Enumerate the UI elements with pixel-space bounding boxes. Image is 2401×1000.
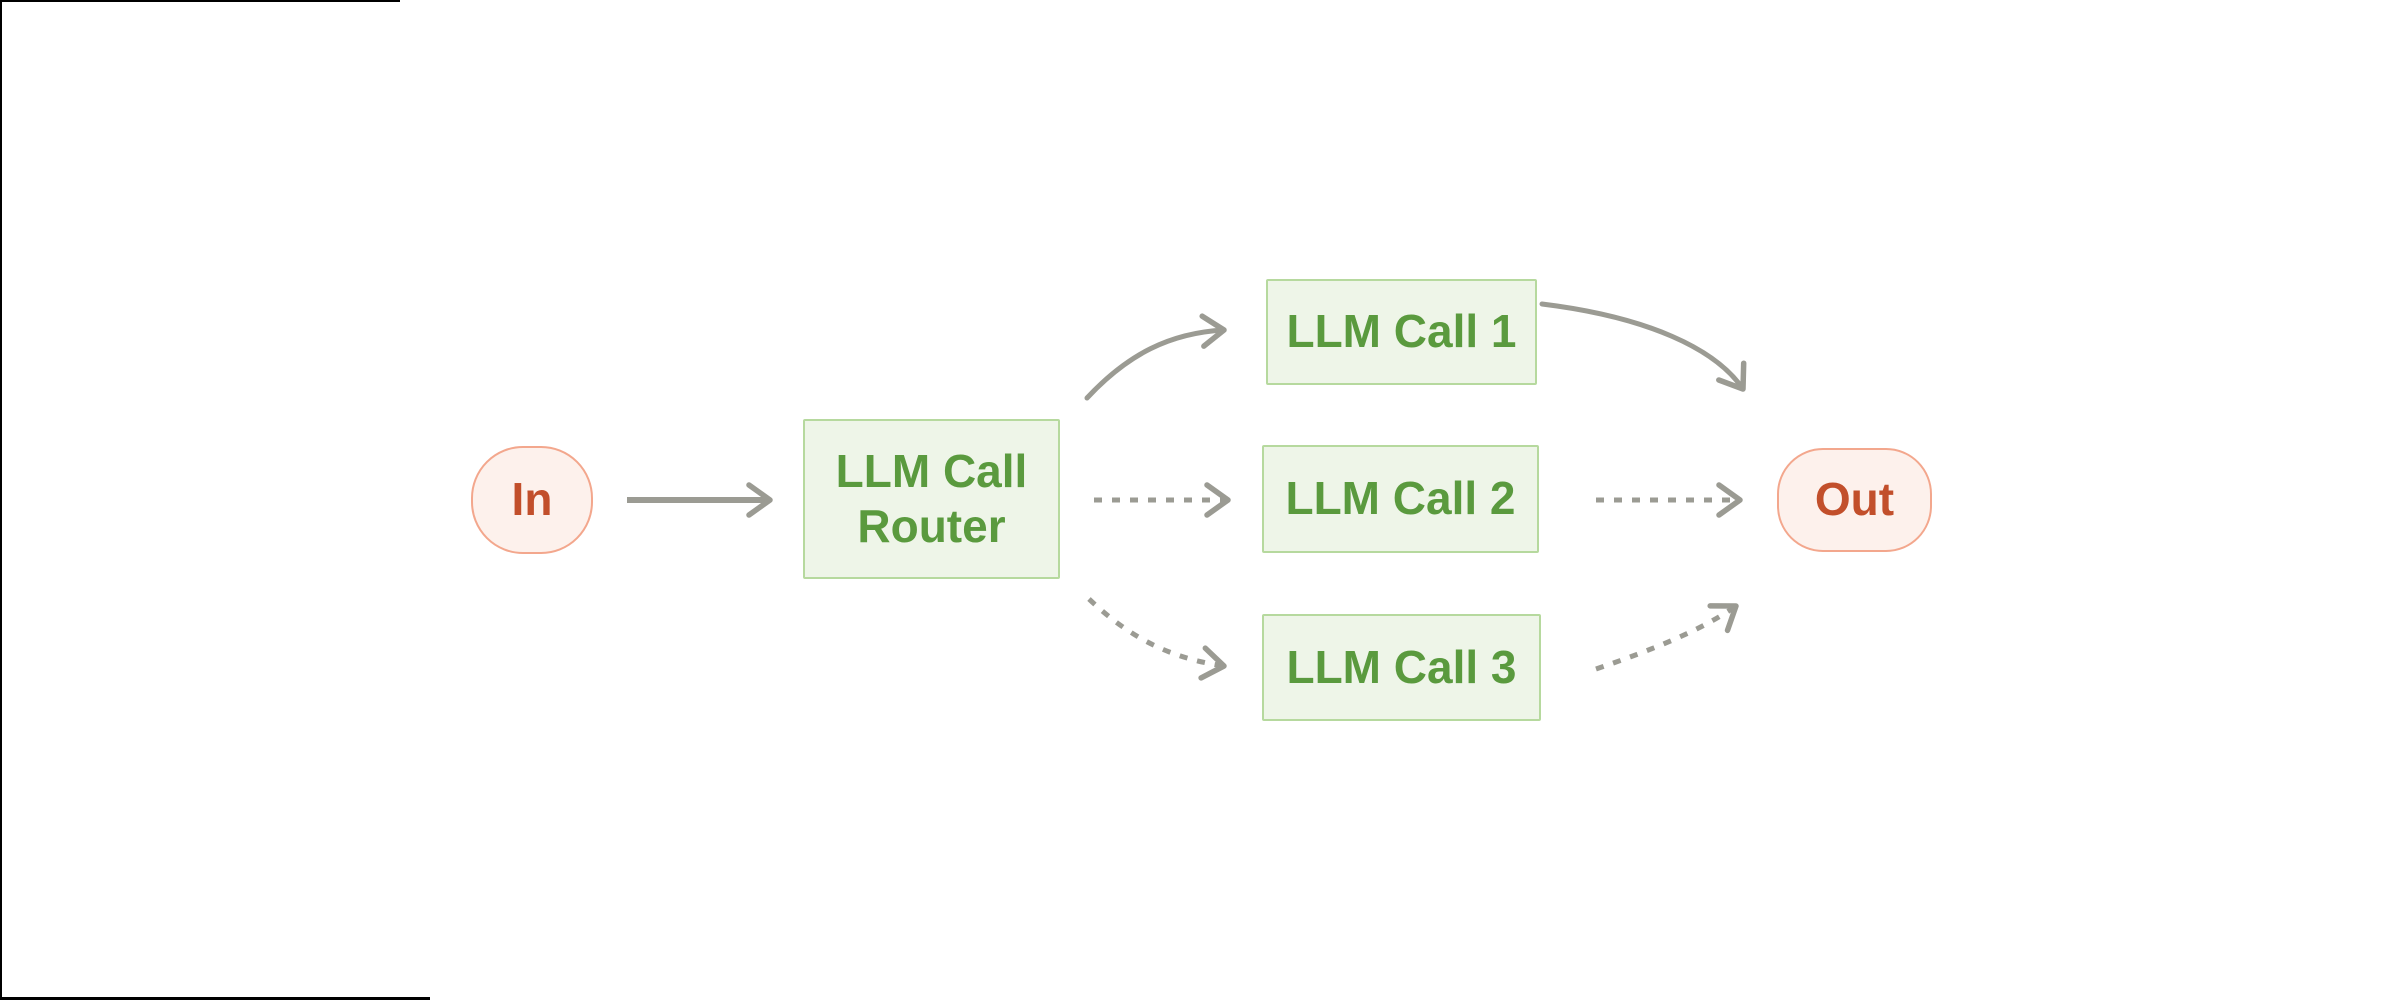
- router-label-line2: Router: [857, 500, 1006, 552]
- llm-call-3-label: LLM Call 3: [1286, 640, 1517, 693]
- arrow-router-to-call1: [1084, 313, 1227, 401]
- llm-call-1-node: LLM Call 1: [1266, 279, 1537, 385]
- arrow-router-to-call3: [1087, 597, 1227, 681]
- router-node: LLM Call Router: [803, 419, 1060, 579]
- router-label-line1: LLM Call: [835, 444, 1028, 497]
- in-node: In: [471, 446, 593, 554]
- screen-edge-top: [0, 0, 400, 2]
- screen-edge-bottom: [0, 997, 430, 1000]
- llm-call-2-label: LLM Call 2: [1285, 472, 1516, 525]
- llm-call-2-node: LLM Call 2: [1262, 445, 1539, 553]
- arrow-call3-to-out: [1595, 603, 1739, 672]
- screen-edge-left: [0, 0, 2, 1000]
- llm-call-1-label: LLM Call 1: [1286, 305, 1517, 358]
- out-node-label: Out: [1814, 473, 1895, 526]
- out-node: Out: [1777, 448, 1932, 552]
- router-node-label: LLM Call Router: [836, 444, 1028, 554]
- llm-call-3-node: LLM Call 3: [1262, 614, 1541, 721]
- arrow-call1-to-out: [1539, 301, 1747, 392]
- in-node-label: In: [511, 473, 553, 526]
